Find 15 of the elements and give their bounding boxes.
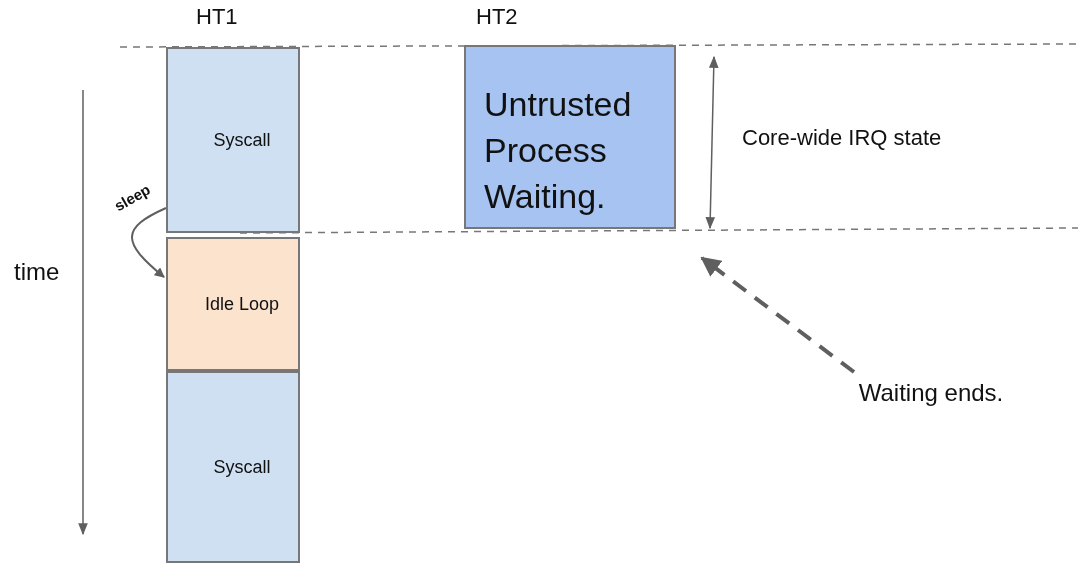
arrow xyxy=(700,256,856,374)
axis-label: time xyxy=(14,260,60,284)
column-heading: HT1 xyxy=(196,6,238,28)
column-heading: HT2 xyxy=(476,6,518,28)
arrow xyxy=(131,207,167,278)
process-block xyxy=(166,371,300,563)
block-label: Syscall xyxy=(213,455,271,479)
block-label: Syscall xyxy=(213,128,271,152)
block-label: Idle Loop xyxy=(204,292,280,316)
block-label: Waiting ends. xyxy=(858,378,1004,408)
process-block xyxy=(166,47,300,233)
process-block xyxy=(464,45,676,229)
dimension-label: Core-wide IRQ state xyxy=(742,127,942,149)
block-label: Untrusted Process Waiting. xyxy=(484,84,633,217)
process-block xyxy=(166,237,300,371)
